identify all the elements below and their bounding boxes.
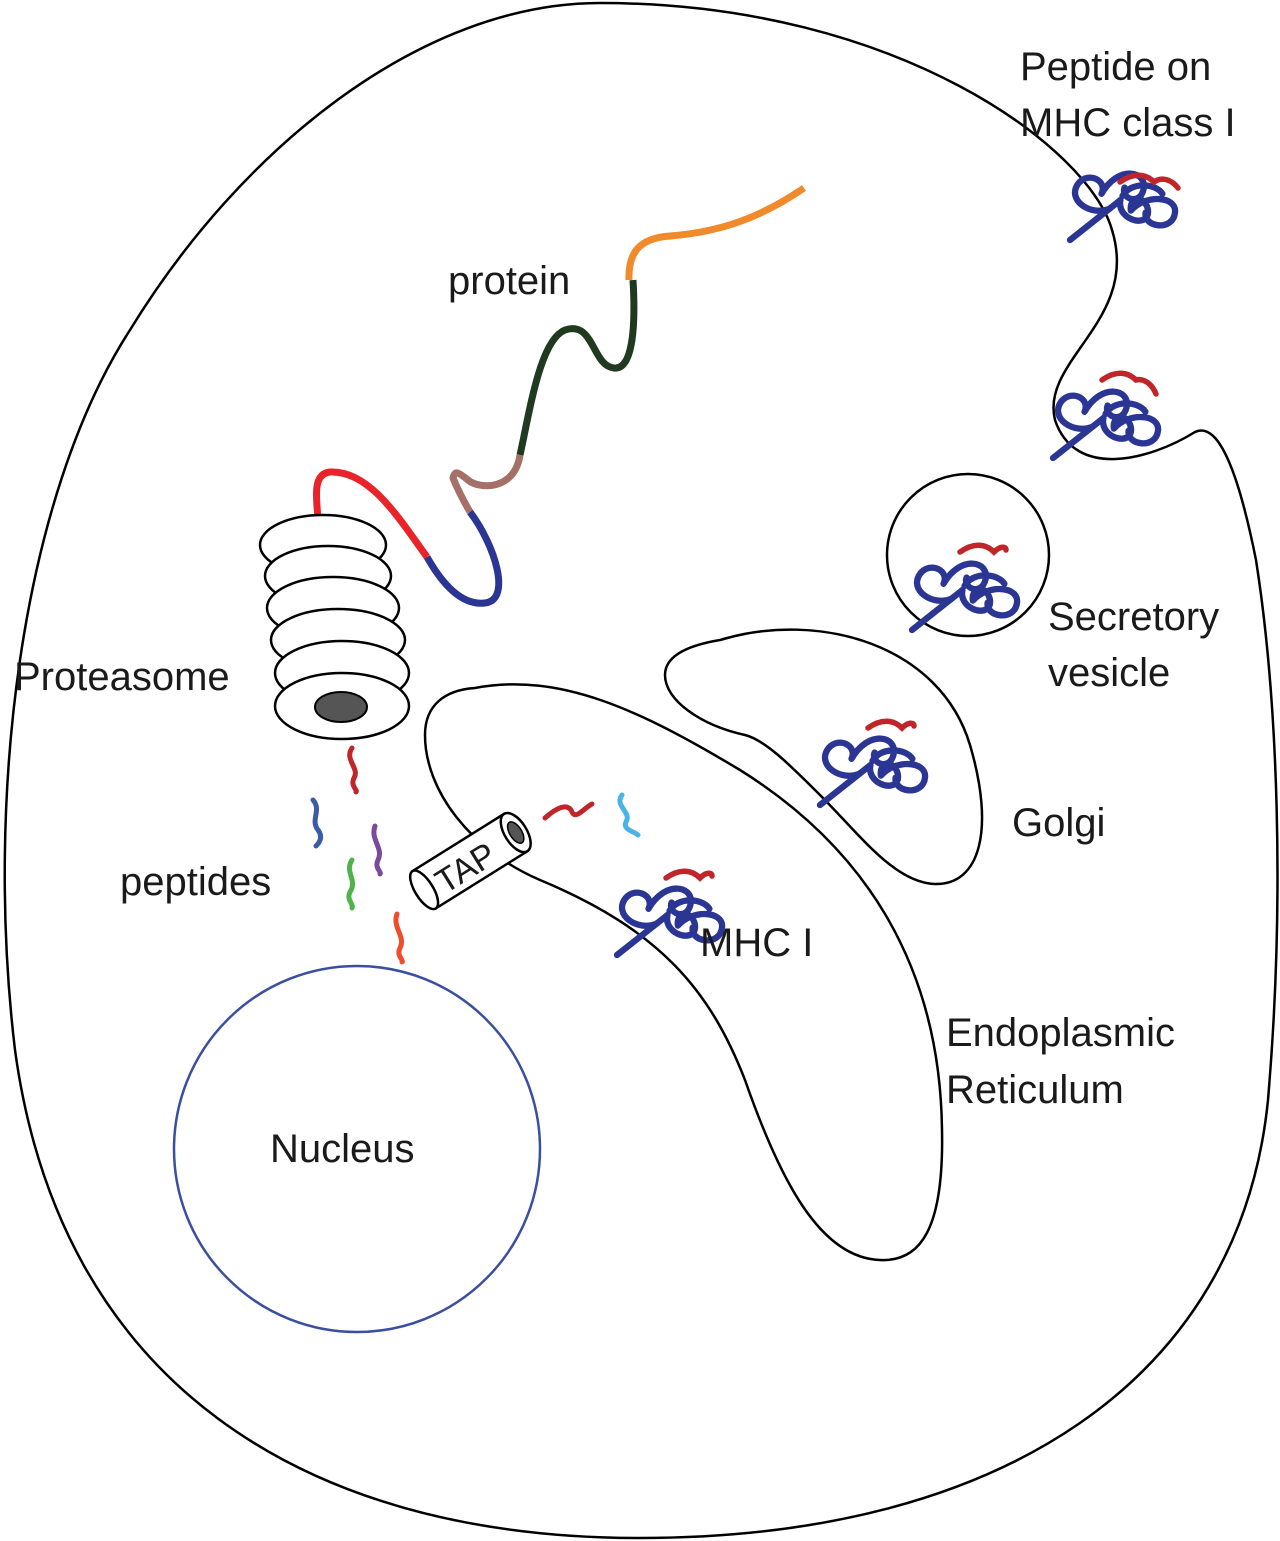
peptide-5 (393, 911, 405, 965)
tap-transporter: TAP (408, 811, 532, 911)
er-label-line2: Reticulum (946, 1068, 1124, 1112)
proteasome (258, 513, 411, 741)
secretory-vesicle-label-line2: vesicle (1048, 651, 1170, 695)
mhc-peptide-membrane-lower (1099, 370, 1159, 397)
cell-membrane (3, 1, 1279, 1540)
mhc-molecule-vesicle (912, 542, 1017, 630)
mhc-peptide-vesicle (957, 542, 1009, 556)
mhc-molecule-membrane-upper (1070, 172, 1181, 240)
protein-segment-brown (449, 454, 524, 514)
mhc-i-label: MHC I (700, 921, 813, 965)
mhc-peptide-er (663, 868, 715, 882)
protein-segment-blue (423, 509, 503, 607)
secretory-vesicle-label-line1: Secretory (1048, 595, 1219, 639)
er-label-line1: Endoplasmic (946, 1011, 1175, 1055)
proteasome-label: Proteasome (14, 655, 230, 699)
peptide-4 (346, 857, 356, 911)
peptides-label: peptides (120, 860, 271, 904)
peptide-1 (347, 745, 359, 795)
protein-segment-orange (625, 185, 806, 281)
mhc-molecule-er (617, 868, 722, 955)
peptide-3 (371, 823, 383, 877)
peptides-group (310, 745, 641, 965)
endoplasmic-reticulum (423, 683, 944, 1262)
protein-segment-dark (516, 279, 638, 456)
mhc-peptide-membrane-upper (1117, 172, 1181, 191)
golgi-apparatus (663, 628, 984, 886)
mhc-peptide-golgi (865, 718, 917, 732)
nucleus-label: Nucleus (270, 1127, 415, 1171)
nucleus (172, 964, 542, 1334)
proteasome-core (314, 691, 368, 723)
golgi-label: Golgi (1012, 801, 1105, 845)
mhc-molecule-golgi (820, 718, 925, 805)
protein-label: protein (448, 259, 570, 303)
peptide-7 (542, 801, 595, 821)
peptide-on-mhc-label-line2: MHC class I (1020, 101, 1236, 145)
peptide-on-mhc-label-line1: Peptide on (1020, 45, 1211, 89)
protein-segment-red (312, 468, 430, 560)
secretory-vesicle (885, 472, 1051, 638)
peptide-6 (617, 792, 641, 838)
mhc-molecule-membrane-lower (1053, 370, 1159, 458)
tap-pore (506, 821, 525, 844)
peptide-2 (310, 797, 324, 849)
protein-strand (312, 185, 806, 607)
